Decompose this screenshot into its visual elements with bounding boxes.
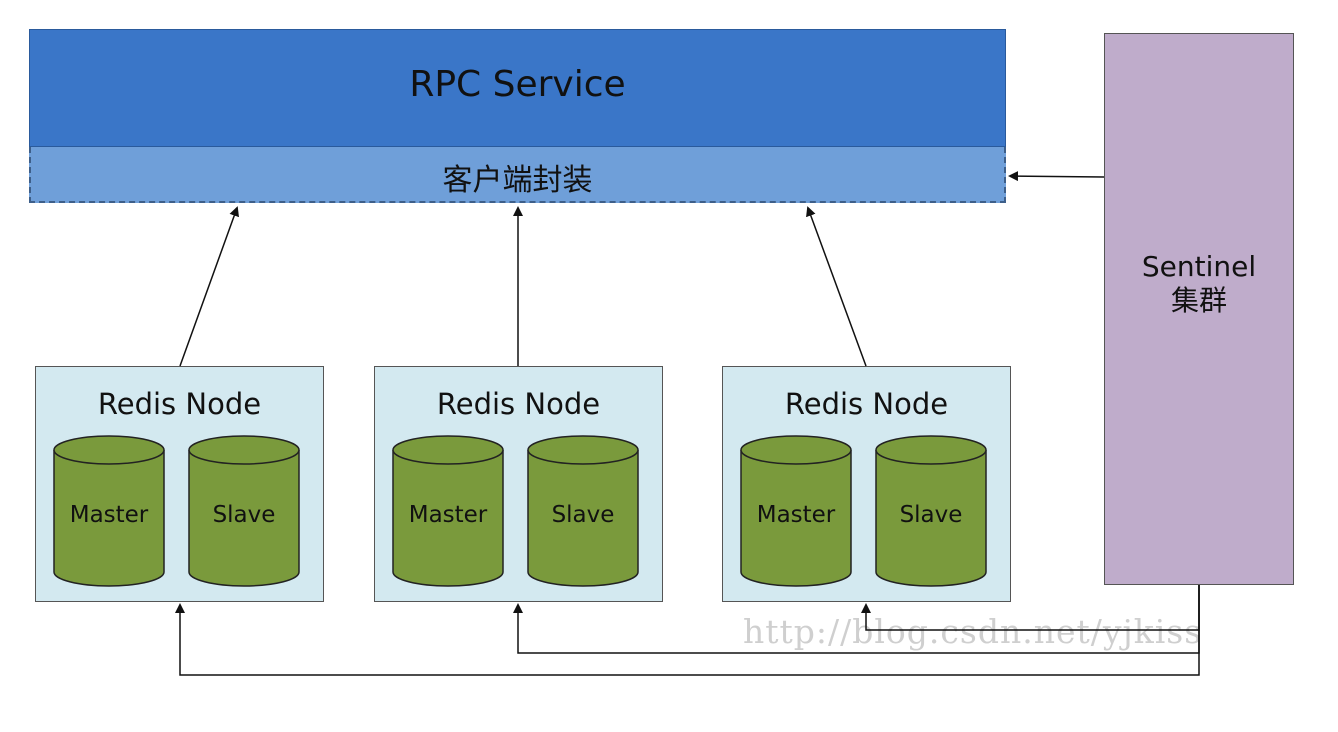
- rpc-service-label: RPC Service: [409, 64, 626, 105]
- sentinel-label-line2: 集群: [1170, 284, 1227, 317]
- arrow-node1-to-client: [179, 206, 239, 367]
- master-label: Master: [70, 502, 149, 528]
- redis-node-title: Redis Node: [436, 387, 601, 421]
- slave-label: Slave: [552, 502, 615, 528]
- master-database-icon: Master: [392, 435, 504, 587]
- master-label: Master: [757, 502, 836, 528]
- client-wrapper-label: 客户端封装: [442, 163, 593, 198]
- redis-node-databases: Master Slave: [740, 435, 987, 587]
- redis-node-2: Redis Node Master Slave: [374, 366, 663, 602]
- sentinel-cluster-label: Sentinel 集群: [1105, 250, 1293, 318]
- watermark-url: http://blog.csdn.net/yjkiss: [743, 612, 1203, 651]
- arrow-sentinel-to-node3: [861, 585, 1200, 631]
- master-database-icon: Master: [53, 435, 165, 587]
- sentinel-cluster-box: Sentinel 集群: [1104, 33, 1294, 585]
- slave-database-icon: Slave: [188, 435, 300, 587]
- arrow-sentinel-to-client: [1008, 171, 1105, 182]
- slave-label: Slave: [213, 502, 276, 528]
- redis-node-1: Redis Node Master Slave: [35, 366, 324, 602]
- redis-node-databases: Master Slave: [53, 435, 300, 587]
- redis-node-3: Redis Node Master Slave: [722, 366, 1011, 602]
- redis-node-databases: Master Slave: [392, 435, 639, 587]
- redis-node-title: Redis Node: [97, 387, 262, 421]
- client-wrapper-box: 客户端封装: [29, 147, 1006, 203]
- master-database-icon: Master: [740, 435, 852, 587]
- slave-database-icon: Slave: [875, 435, 987, 587]
- rpc-service-box: RPC Service: [29, 29, 1006, 147]
- sentinel-label-line1: Sentinel: [1141, 250, 1257, 283]
- redis-node-title: Redis Node: [784, 387, 949, 421]
- master-label: Master: [409, 502, 488, 528]
- arrow-sentinel-to-node2: [513, 585, 1200, 654]
- slave-label: Slave: [900, 502, 963, 528]
- slave-database-icon: Slave: [527, 435, 639, 587]
- arrow-node3-to-client: [806, 206, 867, 367]
